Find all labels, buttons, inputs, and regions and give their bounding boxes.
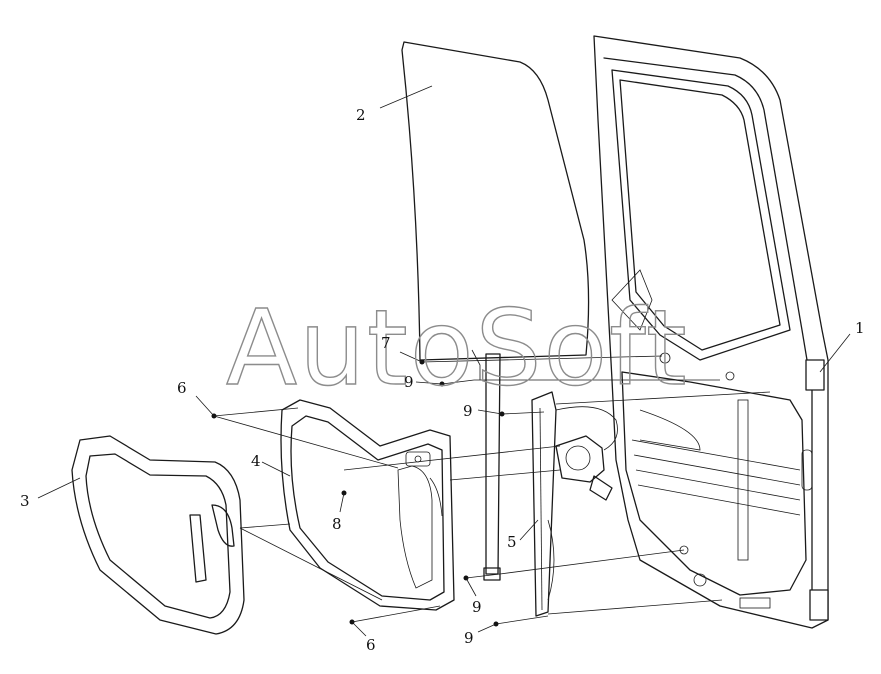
callout-8: 8 (332, 515, 342, 533)
callout-7: 7 (381, 334, 391, 352)
callout-9-b: 9 (463, 402, 473, 420)
callout-2: 2 (356, 106, 366, 124)
callout-1: 1 (855, 319, 865, 337)
callout-5: 5 (507, 533, 517, 551)
callout-9-c: 9 (472, 598, 482, 616)
trim-panel (280, 399, 455, 611)
callout-leaders (37, 85, 851, 637)
callout-9-d: 9 (464, 629, 474, 647)
inner-seal (71, 435, 245, 635)
watermark-text: AutoSoft (226, 287, 689, 409)
door-shell (593, 35, 829, 629)
callout-6-upper: 6 (177, 379, 187, 397)
door-glass (401, 41, 590, 380)
assembly-lines (213, 355, 771, 625)
callout-9-a: 9 (404, 373, 414, 391)
callout-6-lower: 6 (366, 636, 376, 654)
callout-3: 3 (20, 492, 30, 510)
callout-labels: 1 2 3 4 5 6 6 7 8 9 9 9 9 (20, 106, 865, 654)
callout-4: 4 (251, 452, 261, 470)
